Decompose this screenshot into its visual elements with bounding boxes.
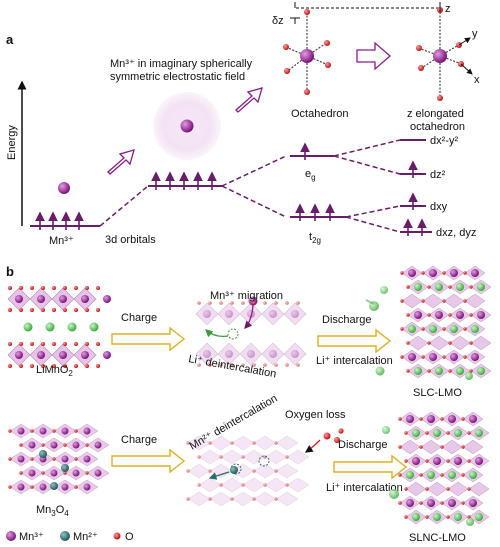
t2g-label: t2g xyxy=(309,231,321,245)
axis-z-label: z xyxy=(445,3,451,15)
svg-text:dz²: dz² xyxy=(430,169,446,181)
octahedron-elongated xyxy=(416,2,473,101)
ion-label: Mn³⁺ xyxy=(49,235,74,247)
field-caption: Mn³⁺ in imaginary spherically symmetric … xyxy=(110,58,255,83)
svg-text:dxy: dxy xyxy=(430,201,448,213)
legend-mn2-marker xyxy=(60,531,70,541)
panel-b-label: b xyxy=(6,264,14,279)
svg-text:dxz, dyz: dxz, dyz xyxy=(436,227,476,239)
octahedron-regular xyxy=(283,9,331,95)
octahedron-label: Octahedron xyxy=(291,108,348,120)
mn3-migration-label: Mn³⁺ migration xyxy=(210,290,283,302)
charge-label-row1: Charge xyxy=(121,312,157,324)
t2g-level xyxy=(290,203,346,221)
delta-z-marker: δz xyxy=(272,2,440,27)
slnc-lmo-label: SLNC-LMO xyxy=(409,532,466,544)
eg-level xyxy=(290,142,334,160)
elongated-label: z elongated octahedron xyxy=(407,108,467,133)
discharge-label-row1: Discharge xyxy=(322,314,372,326)
transition-arrow-2 xyxy=(235,87,263,113)
charge-arrow-row1 xyxy=(111,326,186,352)
legend-mn3: Mn³⁺ xyxy=(19,531,44,543)
energy-axis: Energy xyxy=(6,80,27,226)
spherical-field xyxy=(153,92,221,160)
slc-lmo-label: SLC-LMO xyxy=(413,387,462,399)
spherical-field-level xyxy=(148,171,222,190)
transition-arrow-1 xyxy=(107,149,135,175)
level-dxz-dyz: dxz, dyz xyxy=(400,218,476,239)
mn3o4-label: Mn3O4 xyxy=(36,504,69,518)
legend-o: O xyxy=(125,531,134,543)
mn3-free-ion xyxy=(58,182,70,194)
panel-a-label: a xyxy=(6,32,14,47)
li-intercalation-label-row1: Li⁺ intercalation xyxy=(316,355,393,367)
level-dxy: dxy xyxy=(400,192,448,213)
axis-x-label: x xyxy=(474,74,480,86)
limno2-structure xyxy=(7,286,111,368)
degenerate-3d-level xyxy=(30,211,100,230)
discharge-arrow-row1 xyxy=(317,328,392,354)
discharge-arrow-row2 xyxy=(333,454,408,480)
legend-mn3-marker xyxy=(6,531,16,541)
legend-mn2: Mn²⁺ xyxy=(73,531,98,543)
oxygen-loss-label: Oxygen loss xyxy=(285,409,346,421)
slnc-lmo-structure xyxy=(382,411,490,526)
discharge-label-row2: Discharge xyxy=(338,439,388,451)
slc-lmo-structure xyxy=(365,265,492,380)
intermediate-row1 xyxy=(195,296,307,367)
level-dz2: dz² xyxy=(400,160,446,181)
charge-label-row2: Charge xyxy=(121,434,157,446)
svg-text:δz: δz xyxy=(272,15,284,27)
intermediate-row2 xyxy=(186,435,310,507)
oxygen-loss-atoms xyxy=(304,428,344,453)
orbital-label: 3d orbitals xyxy=(105,234,156,246)
elongation-arrow xyxy=(356,41,391,71)
legend: Mn³⁺ Mn²⁺ O xyxy=(6,531,134,543)
legend-o-marker xyxy=(113,532,121,540)
limno2-label: LiMnO2 xyxy=(36,364,73,378)
axis-y-label: y xyxy=(472,28,478,40)
svg-text:dx²-y²: dx²-y² xyxy=(430,135,458,147)
li-intercalation-label-row2: Li⁺ intercalation xyxy=(326,482,403,494)
level-dx2-y2: dx²-y² xyxy=(400,135,458,147)
mn3o4-structure xyxy=(8,423,110,495)
charge-arrow-row2 xyxy=(111,448,186,474)
eg-label: eg xyxy=(305,168,316,182)
energy-axis-label: Energy xyxy=(6,125,18,160)
